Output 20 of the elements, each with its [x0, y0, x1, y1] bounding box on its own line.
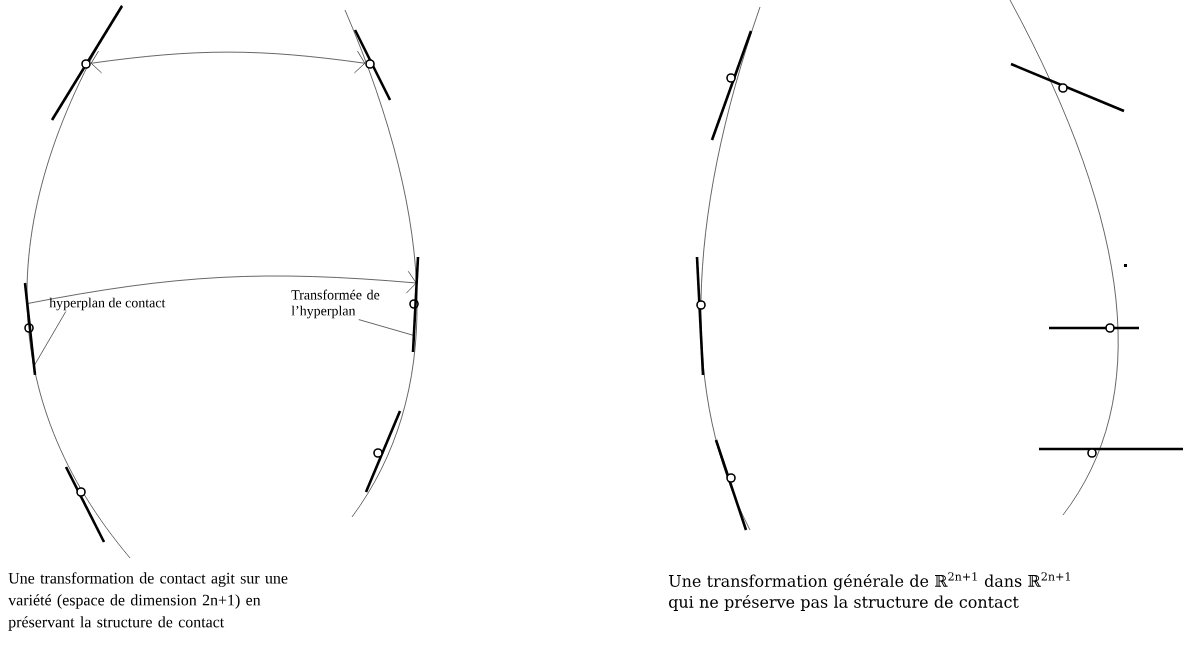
point-marker [1058, 83, 1068, 93]
point-marker [373, 448, 383, 458]
leader-line [33, 311, 67, 367]
point-marker [1105, 323, 1115, 333]
annotation-text: hyperplan de contact [49, 297, 166, 311]
point-marker [1087, 448, 1097, 458]
point-marker [726, 73, 736, 83]
tangent-line [23, 282, 37, 376]
arrow [90, 50, 366, 74]
point-marker [726, 473, 736, 483]
point-marker [76, 487, 86, 497]
caption-text: Une transformation de contact agit sur une variété (espace de dimension 2n+1) en préservant la structure de contact [8, 572, 288, 631]
point-marker [365, 59, 375, 69]
point-marker [81, 59, 91, 69]
point-marker [696, 300, 706, 310]
annotation-text: Transformée de l’hyperplan [291, 289, 380, 319]
arrow [26, 270, 417, 304]
leader-line [358, 319, 415, 336]
caption-text: Une transformation générale de ℝ$^{2n+1}$ dans ℝ$^{2n+1}$ qui ne préserve pas la structure de contact [668, 572, 1070, 611]
tangent-line [411, 256, 420, 353]
